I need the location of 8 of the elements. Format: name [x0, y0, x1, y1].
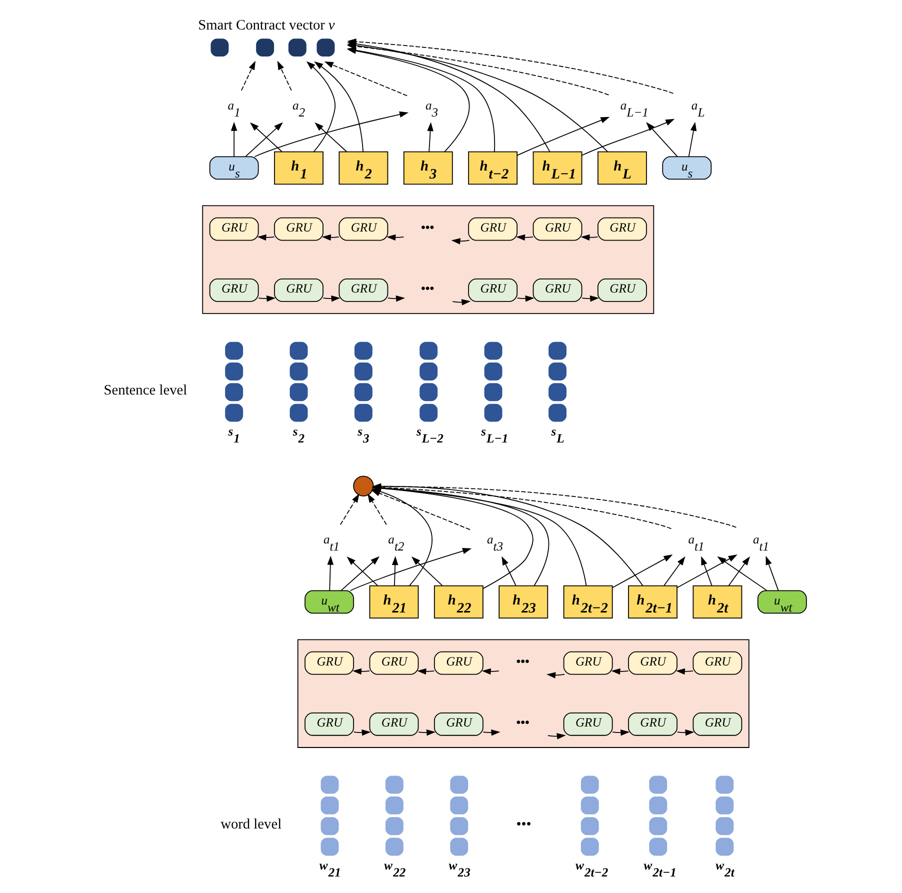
node-text: ••• — [420, 220, 434, 234]
label: ••• — [516, 816, 531, 833]
node-text: ••• — [516, 716, 529, 730]
label: Sentence level — [103, 382, 187, 399]
node-text: ••• — [516, 654, 529, 668]
label: word level — [220, 816, 282, 833]
node-text: ••• — [420, 282, 434, 296]
node-label: Smart Contract vector v — [198, 17, 334, 34]
